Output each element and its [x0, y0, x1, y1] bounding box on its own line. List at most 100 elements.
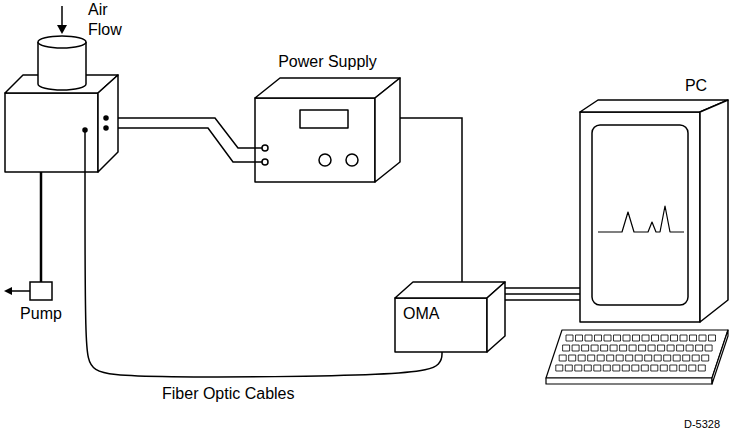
pc-keyboard-part — [660, 365, 667, 371]
pc-keyboard-part — [633, 335, 640, 341]
node-heading: Air Flow — [88, 0, 132, 40]
pc-monitor: PC — [580, 100, 730, 322]
pc-keyboard-part — [604, 335, 611, 341]
pc-keyboard-part — [670, 365, 677, 371]
pc-keyboard-part — [613, 365, 620, 371]
node-heading: Power Supply — [255, 52, 400, 72]
power-supply-box-part — [262, 145, 268, 151]
pump: Pump — [30, 282, 52, 300]
pc-keyboard-part — [566, 335, 573, 341]
pc-keyboard-part — [671, 335, 678, 341]
power-supply-box-part — [319, 154, 331, 166]
pc-keyboard-part — [582, 345, 589, 351]
pump-body-part — [30, 282, 52, 300]
pc-keyboard-part — [702, 355, 709, 361]
sensor-housing-part — [104, 126, 108, 130]
pc-keyboard-part — [677, 345, 684, 351]
pc-keyboard-part — [626, 355, 633, 361]
drawing-number: D-5328 — [684, 418, 720, 431]
pc-keyboard-part — [594, 365, 601, 371]
pc-keyboard-part — [648, 345, 655, 351]
pc-keyboard-part — [614, 335, 621, 341]
pc-keyboard-part — [623, 335, 630, 341]
pc-monitor — [580, 100, 728, 322]
pc-keyboard-part — [585, 335, 592, 341]
pc-keyboard-part — [673, 355, 680, 361]
data-cable — [505, 299, 580, 301]
pc-keyboard-part — [686, 345, 693, 351]
pc-keyboard-part — [652, 335, 659, 341]
pc-keyboard-part — [698, 365, 705, 371]
oma-box-part — [395, 298, 487, 352]
pc-keyboard-part — [563, 345, 570, 351]
pc-keyboard-part — [546, 378, 712, 384]
text-slot: Power Supply — [255, 52, 400, 72]
pc-monitor-part — [592, 125, 688, 305]
sensor-housing-part — [84, 130, 86, 172]
sensor-housing-part — [98, 75, 118, 172]
power-supply-box-part — [262, 159, 268, 165]
power-supply: Power Supply — [255, 78, 400, 182]
pc-keyboard-part — [603, 365, 610, 371]
power-supply-box-part — [255, 161, 262, 163]
power-wire — [118, 118, 255, 148]
power-supply-box — [255, 78, 400, 182]
pc-keyboard-part — [578, 355, 585, 361]
pc-keyboard-part — [709, 335, 716, 341]
air-flow-arrow — [57, 6, 67, 34]
pc-keyboard-part — [654, 355, 661, 361]
oma-box-part — [487, 282, 505, 352]
pc-keyboard-part — [699, 335, 706, 341]
text-slot: PC — [672, 76, 720, 96]
pc-keyboard-part — [575, 365, 582, 371]
text-slot: Pump — [10, 304, 72, 324]
pc-keyboard-part — [632, 365, 639, 371]
pc-keyboard-part — [616, 355, 623, 361]
pc-keyboard — [546, 330, 728, 384]
pc-keyboard-part — [679, 365, 686, 371]
pc-keyboard-part — [690, 335, 697, 341]
data-cable — [505, 293, 580, 295]
pc-keyboard-part — [620, 345, 627, 351]
signal-cable — [400, 118, 462, 282]
box-label: OMA — [403, 304, 439, 324]
text-slot: OMA — [403, 304, 439, 324]
pc-monitor-part — [700, 100, 728, 322]
air-inlet-cylinder-part — [38, 42, 86, 90]
sensor-housing-part — [5, 93, 98, 172]
air-inlet-cylinder-part — [38, 36, 86, 48]
pc-keyboard-part — [595, 335, 602, 341]
power-supply-box-part — [346, 154, 358, 166]
pc-keyboard-part — [591, 345, 598, 351]
power-supply-box-part — [255, 147, 262, 149]
pc-keyboard-part — [546, 330, 728, 378]
data-cable — [505, 287, 580, 289]
cable-label: Fiber Optic Cables — [160, 384, 297, 404]
pc-keyboard-part — [705, 345, 712, 351]
pc-monitor-part — [580, 112, 700, 322]
pc-keyboard-part — [658, 345, 665, 351]
pc-keyboard-part — [559, 355, 566, 361]
pc-keyboard-part — [629, 345, 636, 351]
pc-keyboard-part — [692, 355, 699, 361]
pc-keyboard-part — [572, 345, 579, 351]
pc-keyboard-part — [601, 345, 608, 351]
pc-keyboard-part — [696, 345, 703, 351]
node-heading: PC — [672, 76, 720, 96]
pc-keyboard-part — [576, 335, 583, 341]
pc-keyboard-part — [588, 355, 595, 361]
pc-keyboard-part — [664, 355, 671, 361]
pc-keyboard-part — [689, 365, 696, 371]
pc-keyboard-part — [584, 365, 591, 371]
pc-keyboard-part — [607, 355, 614, 361]
pc-keyboard-part — [556, 365, 563, 371]
pc-keyboard-part — [639, 345, 646, 351]
fiber-optic-cable — [85, 172, 442, 377]
pump-outlet — [4, 287, 30, 295]
pc-keyboard-part — [651, 365, 658, 371]
oma-box-part — [395, 282, 505, 298]
power-wire — [118, 128, 255, 162]
exhaust-pipe — [40, 172, 43, 282]
pc-keyboard-part — [635, 355, 642, 361]
